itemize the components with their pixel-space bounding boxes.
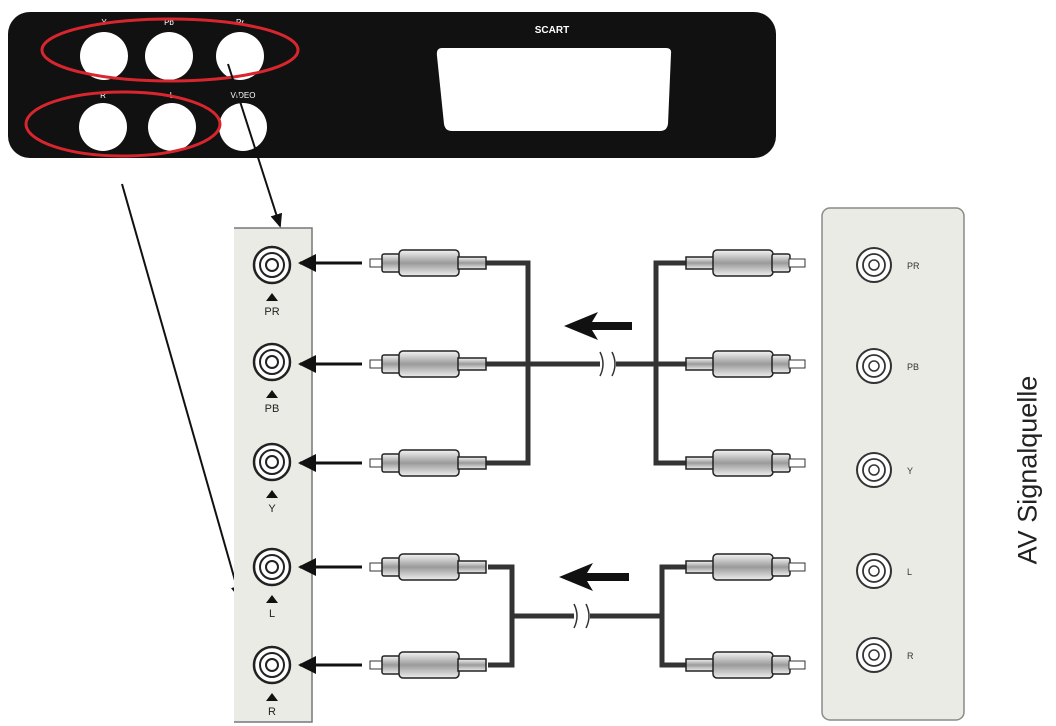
device-back-panel: Y Pb Pr R L VIDEO SCART	[8, 12, 776, 158]
tv-jack-label: PR	[264, 306, 279, 318]
tv-jack-label: Y	[268, 503, 276, 515]
cable-audio-left-trunk	[488, 564, 515, 668]
guide-arrow-component	[227, 63, 283, 228]
source-jack-label: Y	[907, 466, 913, 476]
source-jack-label: L	[907, 567, 912, 577]
guide-arrow-audio	[121, 183, 243, 600]
source-jack-label: PB	[907, 362, 919, 372]
rca-plug	[298, 449, 487, 477]
label-pb: Pb	[164, 18, 174, 27]
rca-plug	[685, 350, 806, 378]
source-jack-r: R	[856, 637, 914, 673]
source-jack-l: L	[856, 553, 912, 589]
plug-group	[298, 249, 806, 679]
source-jack-label: PR	[907, 261, 920, 271]
label-video: VIDEO	[231, 91, 256, 100]
jack-pr	[216, 32, 264, 80]
source-jack-label: R	[907, 651, 914, 661]
tv-jack-pr: PR	[252, 245, 292, 318]
source-jack-pr: PR	[856, 247, 920, 283]
source-device-panel: PR PB Y L R	[821, 207, 965, 721]
rca-plug	[298, 249, 487, 277]
label-scart: SCART	[535, 25, 569, 36]
rca-plug	[685, 449, 806, 477]
jack-pb	[145, 32, 193, 80]
cable-video-right-trunk	[653, 260, 686, 466]
tv-jack-pb: PB	[252, 342, 292, 415]
tv-jack-r: R	[252, 645, 292, 718]
scart-socket	[436, 48, 672, 131]
rca-plug	[298, 651, 487, 679]
jack-video	[219, 103, 267, 151]
source-title: AV Signalquelle	[1012, 375, 1043, 565]
cable-audio-right-trunk	[659, 564, 688, 668]
highlight-audio-group	[24, 90, 222, 158]
tv-jack-panel: PR PB Y L R	[234, 227, 313, 723]
source-panel-frame	[821, 207, 965, 721]
direction-arrow-audio	[559, 563, 629, 591]
rca-plug	[298, 350, 487, 378]
tv-jack-label: R	[268, 706, 276, 718]
jack-y	[80, 32, 128, 80]
rca-plug	[298, 553, 487, 581]
tv-jack-label: L	[269, 608, 275, 620]
rca-plug	[685, 553, 806, 581]
source-jack-pb: PB	[856, 348, 919, 384]
tv-jack-l: L	[252, 547, 292, 620]
tv-jack-y: Y	[252, 442, 292, 515]
cable-audio-break	[573, 603, 590, 629]
direction-arrow-video	[564, 312, 632, 340]
cable-bundle	[486, 260, 688, 668]
jack-r	[79, 103, 127, 151]
tv-jack-label: PB	[265, 403, 280, 415]
highlight-component-group	[40, 17, 300, 83]
label-r: R	[100, 91, 106, 100]
rca-plug	[685, 249, 806, 277]
jack-l	[148, 103, 196, 151]
rca-plug	[685, 651, 806, 679]
cable-video-break	[599, 351, 616, 377]
source-jack-y: Y	[856, 452, 913, 488]
